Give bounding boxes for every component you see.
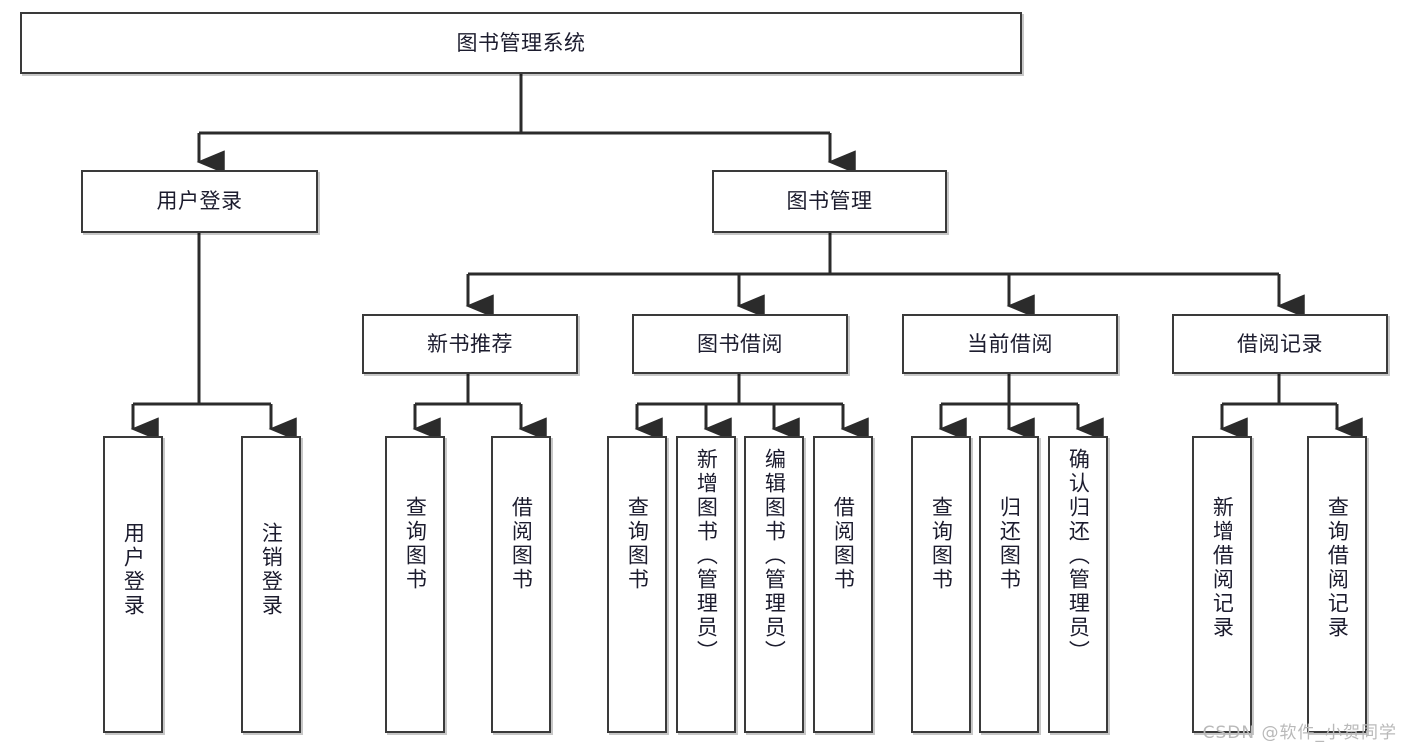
node-label-leaf-record-add: 新增借阅记录: [1210, 496, 1235, 640]
watermark-text: CSDN @软件_小贺同学: [1202, 723, 1397, 743]
node-label-root: 图书管理系统: [456, 30, 586, 55]
node-leaf-record-query[interactable]: 查询借阅记录: [1307, 436, 1367, 733]
node-root-system[interactable]: 图书管理系统: [20, 12, 1022, 74]
node-leaf-record-add[interactable]: 新增借阅记录: [1192, 436, 1252, 733]
node-label-leaf-borrow-query: 查询图书: [625, 496, 650, 592]
node-current-borrow[interactable]: 当前借阅: [902, 314, 1118, 374]
node-label-leaf-current-query: 查询图书: [929, 496, 954, 592]
node-leaf-newbook-query[interactable]: 查询图书: [385, 436, 445, 733]
node-label-leaf-current-return: 归还图书: [997, 496, 1022, 592]
node-leaf-current-confirm-return[interactable]: 确认归还（管理员）: [1048, 436, 1108, 733]
node-label-borrow-record: 借阅记录: [1237, 331, 1323, 356]
node-label-leaf-borrow-edit-book: 编辑图书（管理员）: [762, 448, 787, 664]
node-label-leaf-current-confirm-return: 确认归还（管理员）: [1066, 448, 1091, 664]
node-label-current-borrow: 当前借阅: [967, 331, 1053, 356]
node-book-management[interactable]: 图书管理: [712, 170, 947, 233]
node-label-new-book-recommend: 新书推荐: [427, 331, 513, 356]
node-book-borrow[interactable]: 图书借阅: [632, 314, 848, 374]
node-label-leaf-newbook-borrow: 借阅图书: [509, 496, 534, 592]
node-label-leaf-borrow-add-book: 新增图书（管理员）: [694, 448, 719, 664]
node-leaf-borrow-borrow-book[interactable]: 借阅图书: [813, 436, 873, 733]
node-label-leaf-record-query: 查询借阅记录: [1325, 496, 1350, 640]
node-label-leaf-user-login-signout: 注销登录: [259, 522, 284, 618]
node-leaf-borrow-edit-book[interactable]: 编辑图书（管理员）: [744, 436, 804, 733]
node-label-leaf-borrow-borrow-book: 借阅图书: [831, 496, 856, 592]
node-leaf-borrow-add-book[interactable]: 新增图书（管理员）: [676, 436, 736, 733]
node-label-book-management: 图书管理: [786, 189, 873, 214]
node-leaf-newbook-borrow[interactable]: 借阅图书: [491, 436, 551, 733]
node-leaf-current-return[interactable]: 归还图书: [979, 436, 1039, 733]
node-leaf-current-query[interactable]: 查询图书: [911, 436, 971, 733]
node-label-leaf-newbook-query: 查询图书: [403, 496, 428, 592]
node-leaf-borrow-query[interactable]: 查询图书: [607, 436, 667, 733]
node-borrow-record[interactable]: 借阅记录: [1172, 314, 1388, 374]
node-label-leaf-user-login-signin: 用户登录: [121, 522, 146, 618]
node-label-user-login: 用户登录: [156, 189, 243, 214]
node-leaf-user-login-signin[interactable]: 用户登录: [103, 436, 163, 733]
node-label-book-borrow: 图书借阅: [697, 331, 783, 356]
node-leaf-user-login-signout[interactable]: 注销登录: [241, 436, 301, 733]
node-user-login[interactable]: 用户登录: [81, 170, 318, 233]
node-new-book-recommend[interactable]: 新书推荐: [362, 314, 578, 374]
